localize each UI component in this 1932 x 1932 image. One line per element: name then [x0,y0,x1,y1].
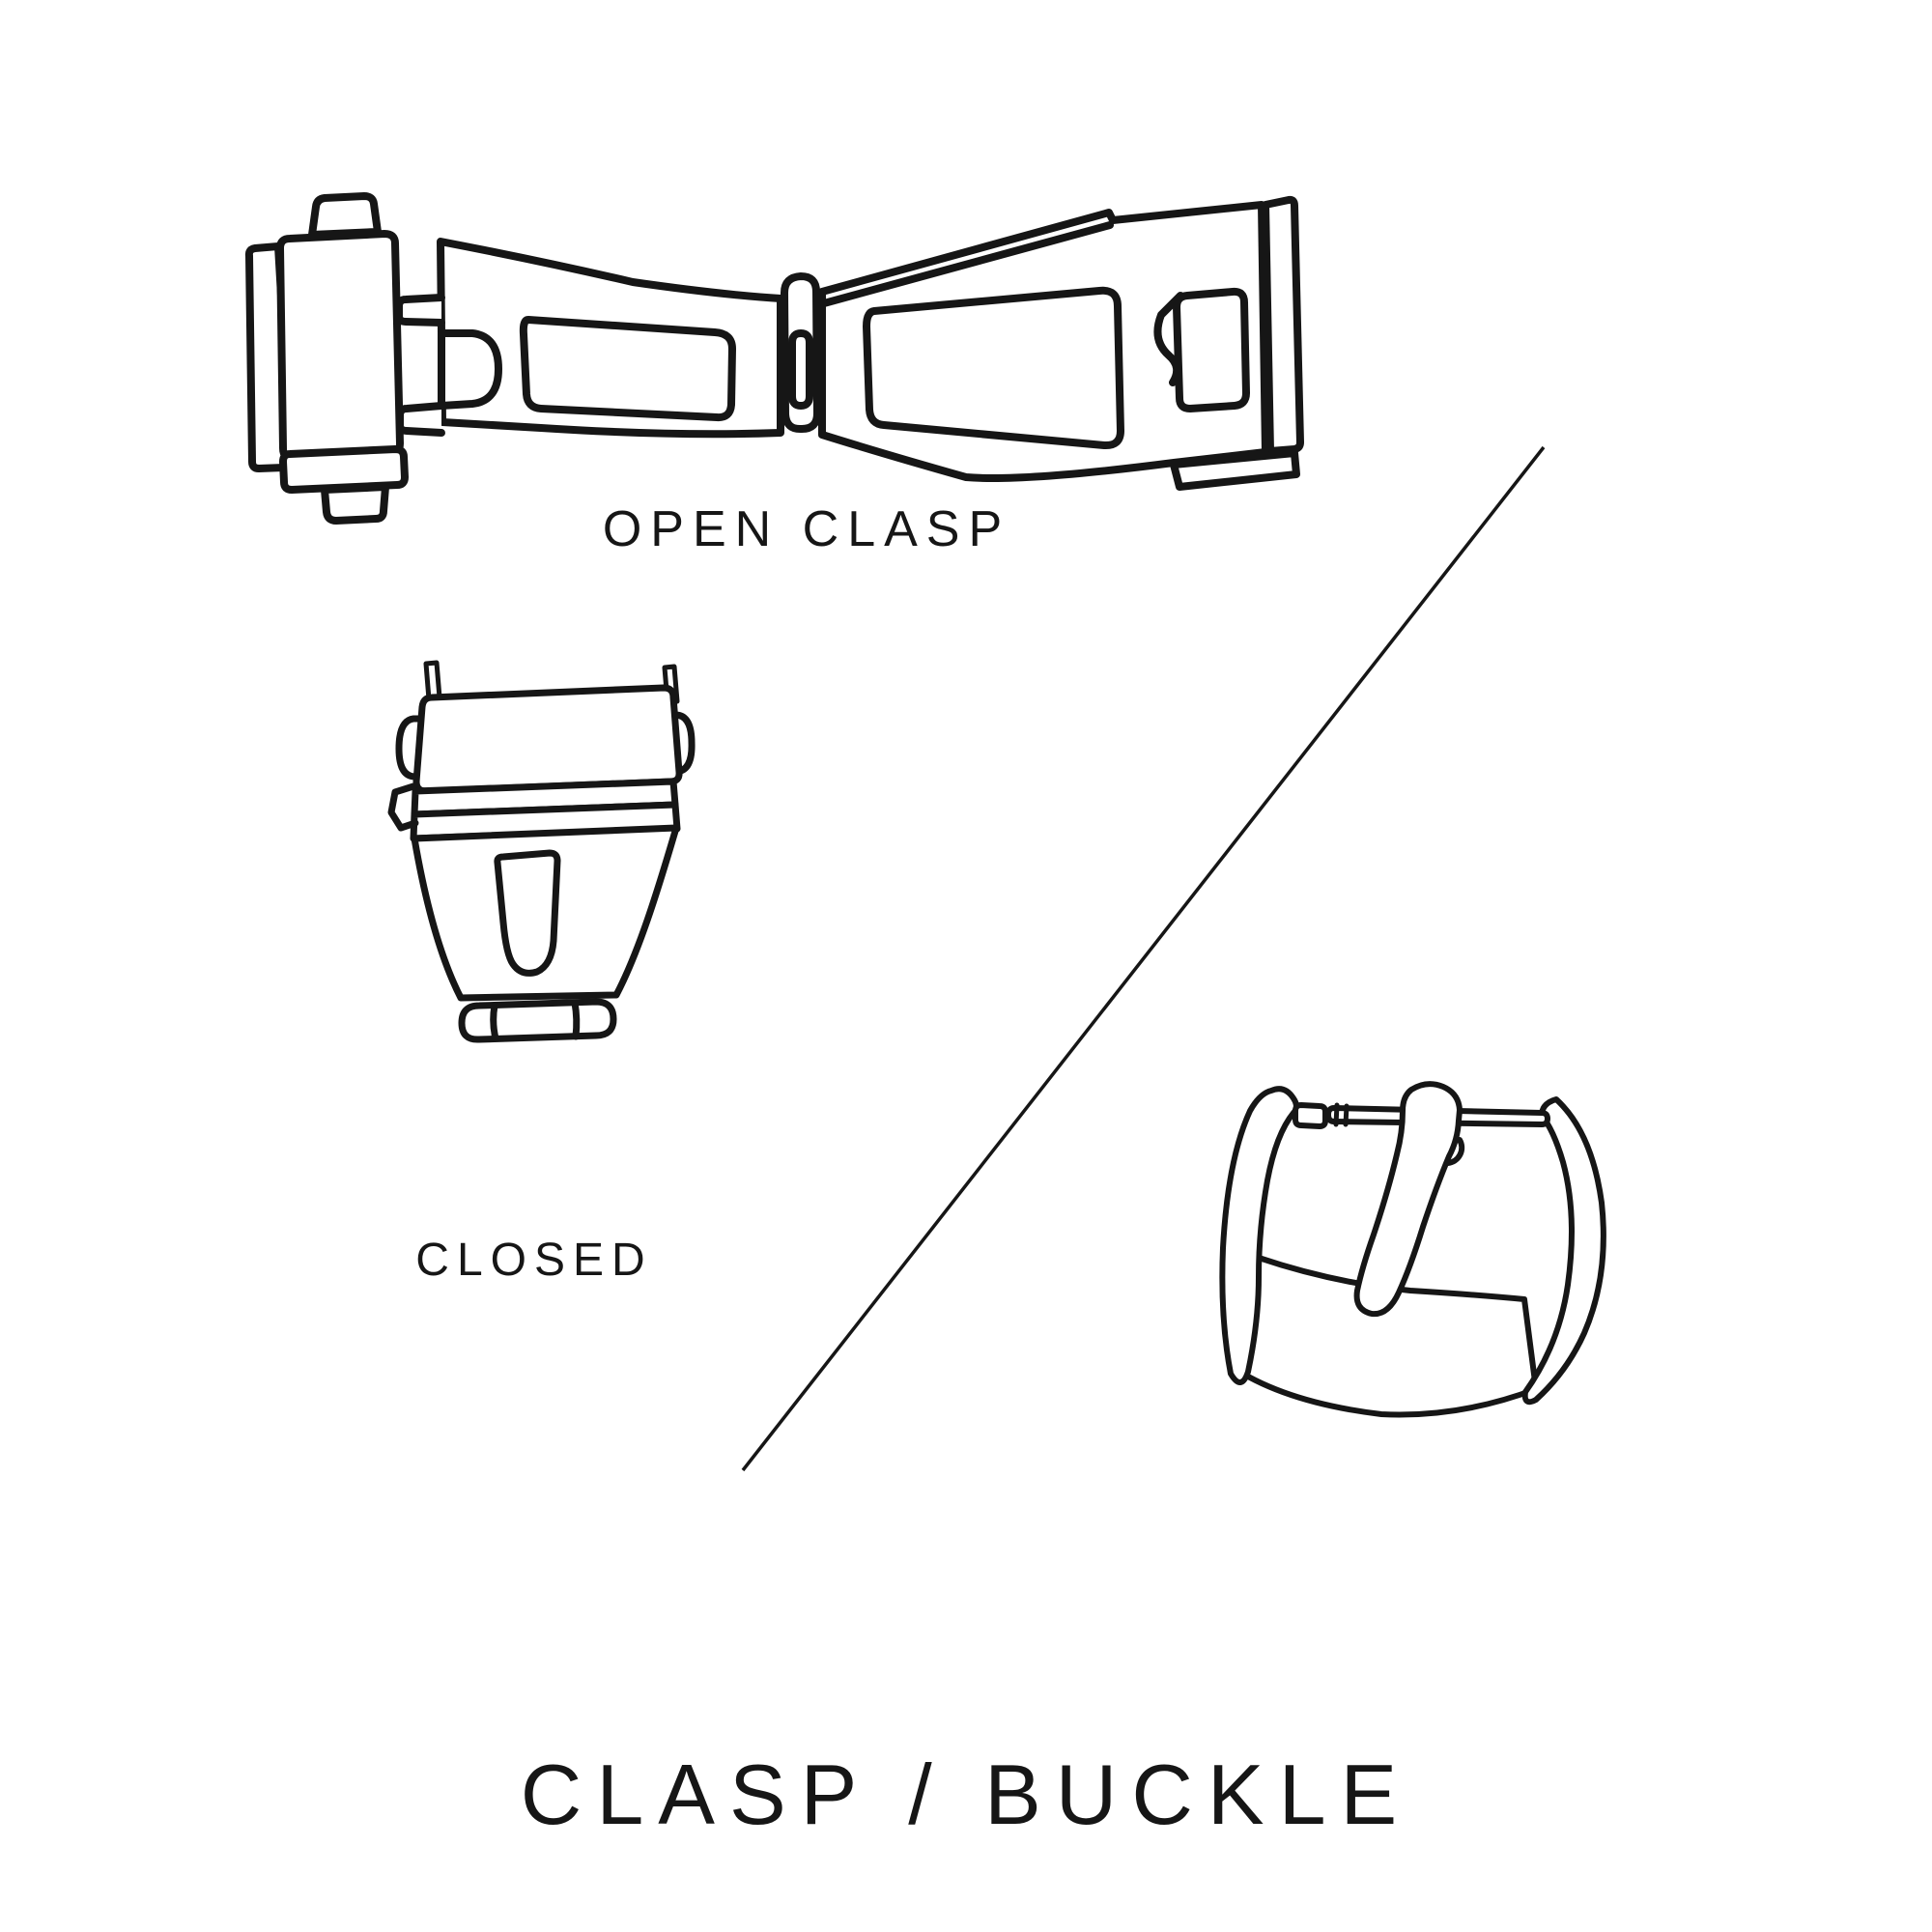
closed-clasp-body [411,824,680,1002]
closed-clasp-slot [494,849,561,977]
open-clasp-hook-mark [1153,292,1184,386]
page-title: CLASP / BUCKLE [521,1747,1411,1842]
tang-buckle-illustration [1219,1081,1606,1418]
open-clasp-right-window [863,286,1124,450]
open-clasp-foot-bar [279,445,409,494]
diagonal-divider-line [741,445,1546,1472]
open-clasp-fold-line [820,221,1114,307]
open-clasp-bottom-lip [1170,449,1300,491]
buckle-pin-head [1293,1102,1328,1129]
closed-clasp-foot [458,998,617,1043]
open-clasp-bottom-tab [321,483,389,525]
open-clasp-right-lip [1262,195,1304,455]
buckle-right-side [1521,1096,1606,1406]
open-clasp-end-plate [276,230,404,463]
open-clasp-left-window [519,316,736,422]
open-clasp-label: OPEN CLASP [603,501,1010,557]
buckle-pin-tick-2 [1343,1103,1350,1127]
open-clasp-illustration [244,192,1304,525]
closed-clasp-label: CLOSED [415,1235,652,1286]
closed-clasp-top-box [412,684,683,795]
open-clasp-latch-cutout [438,329,502,410]
closed-clasp-foot-line-2 [571,999,581,1040]
open-clasp-top-tab [308,192,382,239]
closed-clasp-foot-line-1 [490,1002,499,1042]
open-clasp-top-nub [395,294,445,327]
open-clasp-hinge-slot [788,329,813,410]
closed-clasp-illustration [387,660,696,1043]
open-clasp-bottom-nub [396,402,445,437]
buckle-prong [1353,1081,1463,1318]
buckle-pin-tick [1333,1102,1340,1127]
closed-clasp-clip [387,782,419,832]
